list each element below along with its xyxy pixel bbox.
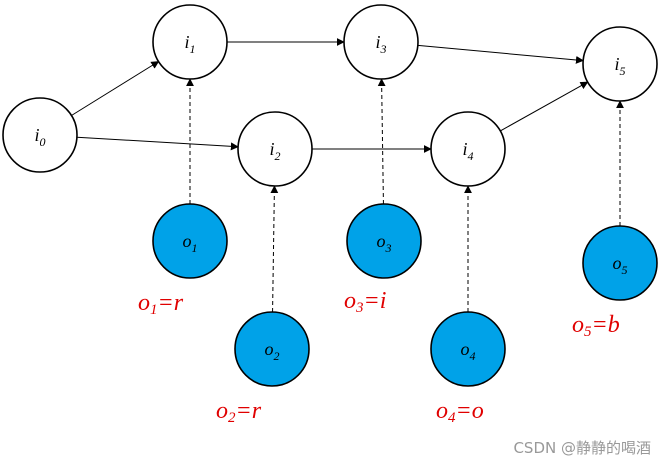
hidden-node-label-i0: i0 (34, 125, 45, 149)
observation-value-o2: o2=r (216, 398, 262, 426)
hidden-node-i5 (582, 26, 658, 102)
observed-node-o5 (582, 225, 658, 301)
observed-node-o3 (346, 203, 422, 279)
transition-edge-i0-i1 (71, 61, 160, 116)
observation-value-o1: o1=r (138, 290, 184, 318)
emission-edge-o2-i2 (270, 185, 279, 313)
hidden-node-i0 (2, 97, 78, 173)
hidden-node-label-i1: i1 (184, 32, 195, 56)
observation-value-o4: o4=o (436, 398, 484, 426)
observed-node-label-o5: o5 (613, 253, 628, 277)
hidden-node-i3 (343, 4, 419, 80)
observed-node-o1 (152, 203, 228, 279)
observed-node-label-o4: o4 (461, 339, 476, 363)
transition-edge-i4-i5 (500, 81, 589, 132)
observed-node-o2 (234, 311, 310, 387)
transition-edge-i0-i2 (76, 136, 239, 151)
observation-value-o3: o3=i (344, 288, 386, 316)
observed-node-label-o2: o2 (265, 339, 280, 363)
hidden-node-i2 (237, 111, 313, 187)
hidden-node-label-i2: i2 (269, 139, 280, 163)
observed-node-label-o1: o1 (183, 231, 198, 255)
observed-node-label-o3: o3 (377, 231, 392, 255)
hidden-node-i4 (430, 111, 506, 187)
watermark: CSDN @静静的喝酒 (513, 439, 651, 457)
emission-edge-o3-i3 (377, 78, 386, 205)
transition-edge-i3-i5 (417, 44, 584, 64)
hidden-node-label-i5: i5 (614, 54, 625, 78)
observed-node-o4 (430, 311, 506, 387)
observation-value-o5: o5=b (572, 312, 620, 340)
hidden-node-i1 (152, 4, 228, 80)
hidden-node-label-i4: i4 (462, 139, 473, 163)
hidden-node-label-i3: i3 (375, 32, 386, 56)
